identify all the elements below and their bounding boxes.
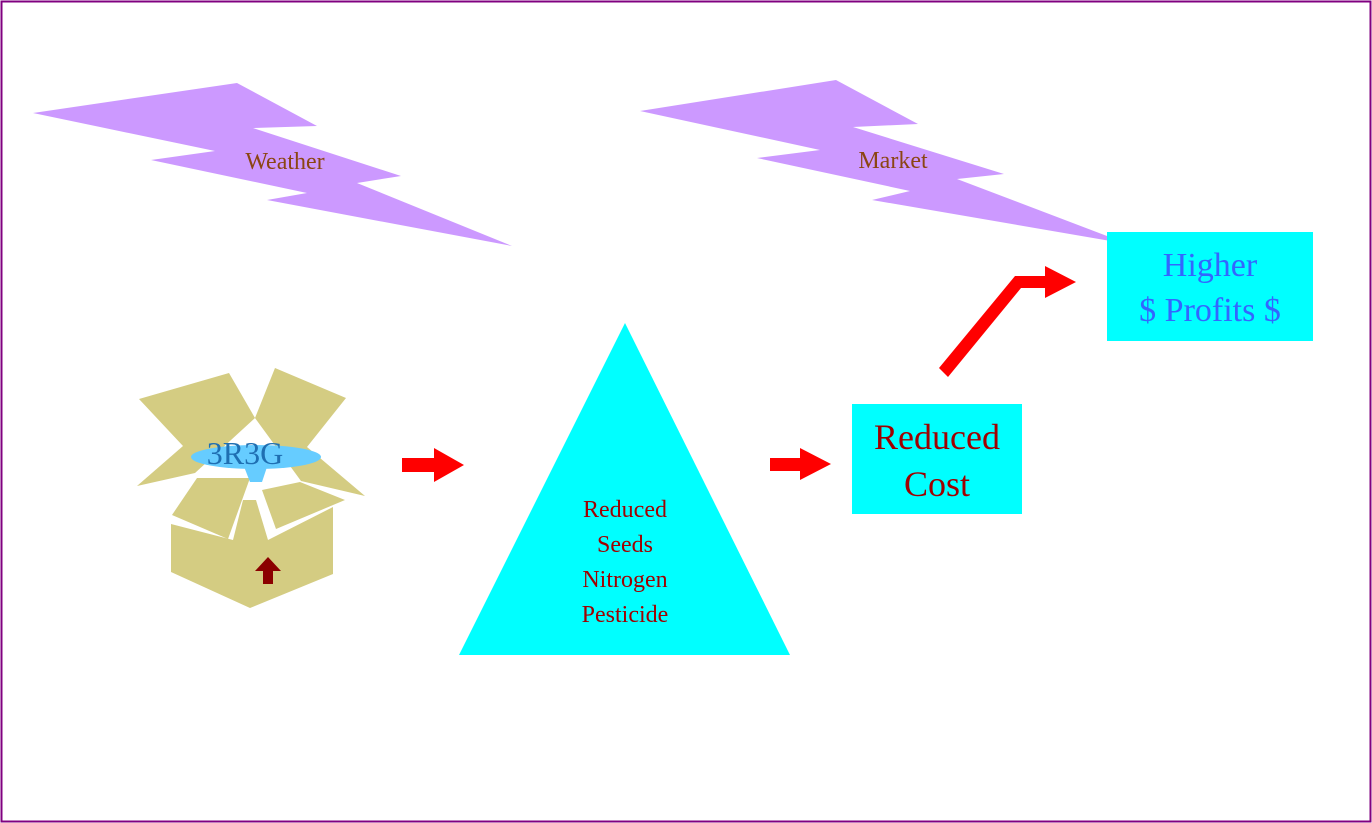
up-arrow-icon: [255, 557, 281, 584]
reduced-cost-line-2: Cost: [904, 464, 970, 504]
box-flap-left: [137, 373, 255, 486]
box-flap-lower-right: [262, 482, 345, 529]
right-arrow-icon: [1045, 266, 1076, 298]
bent-arrow: [939, 266, 1076, 377]
reduced-inputs-triangle: Reduced Seeds Nitrogen Pesticide: [459, 323, 790, 655]
reduced-cost-line-1: Reduced: [874, 417, 1000, 457]
higher-profits-rect: [1107, 232, 1313, 341]
higher-profits-line-1: Higher: [1163, 247, 1258, 284]
triangle-line-1: Reduced: [583, 497, 667, 523]
weather-label: Weather: [245, 149, 324, 175]
higher-profits-box: Higher $ Profits $: [1107, 232, 1313, 341]
box-label: 3R3G: [207, 435, 283, 471]
open-box: 3R3G: [137, 368, 365, 608]
lightning-icon: [640, 80, 1128, 244]
bent-arrow-shaft: [939, 276, 1047, 377]
box-flap-right: [255, 368, 365, 496]
triangle-line-4: Pesticide: [582, 602, 669, 628]
reduced-cost-box: Reduced Cost: [852, 404, 1022, 514]
right-arrow-icon: [402, 448, 464, 482]
market-lightning: Market: [640, 80, 1128, 244]
box-flap-lower-left: [172, 478, 250, 539]
higher-profits-line-2: $ Profits $: [1139, 292, 1281, 329]
box-label-patch: [191, 445, 321, 469]
triangle-line-3: Nitrogen: [582, 567, 667, 593]
reduced-cost-rect: [852, 404, 1022, 514]
triangle-line-2: Seeds: [597, 532, 653, 558]
triangle-shape: [459, 323, 790, 655]
box-label-drip: [243, 464, 268, 482]
box-body: [171, 500, 333, 608]
market-label: Market: [858, 148, 928, 174]
weather-lightning: Weather: [33, 83, 512, 246]
right-arrow-icon: [770, 448, 831, 480]
lightning-icon: [33, 83, 512, 246]
